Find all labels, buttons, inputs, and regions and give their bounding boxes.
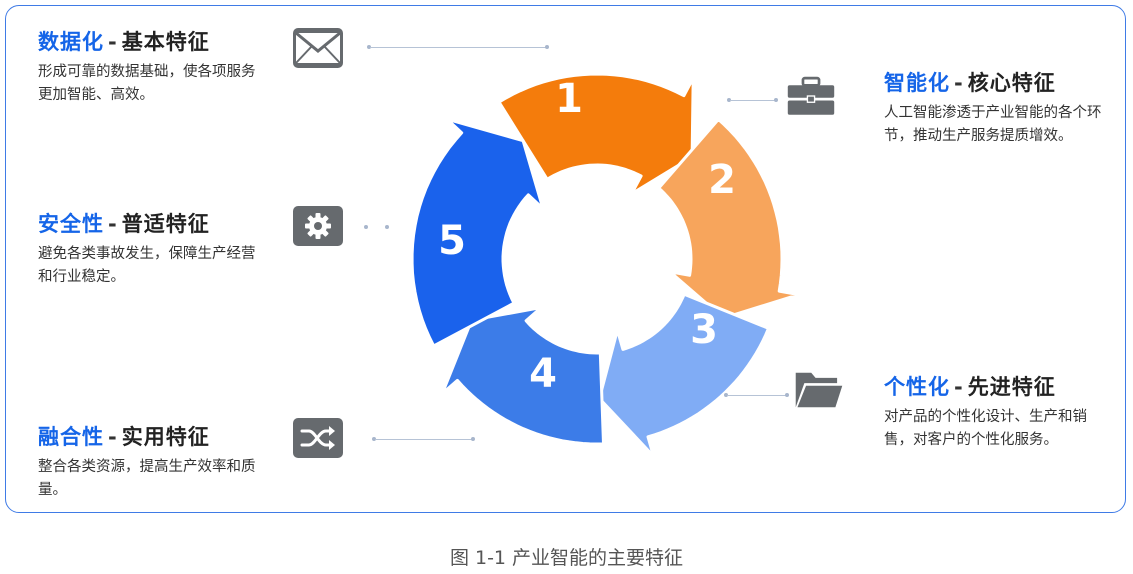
briefcase-icon-box (786, 76, 836, 116)
feature-data: 数据化-基本特征 形成可靠的数据基础，使各项服务更加智能、高效。 (38, 26, 266, 107)
feature-integration-title: 融合性-实用特征 (38, 425, 210, 449)
briefcase-icon (787, 76, 835, 115)
feature-data-keyword: 数据化 (38, 30, 104, 54)
gear-icon (305, 213, 331, 239)
cycle-arrow-1 (497, 72, 695, 196)
connector-dot (367, 45, 371, 49)
connector-dot (774, 98, 778, 102)
feature-integration: 融合性-实用特征 整合各类资源，提高生产效率和质量。 (38, 421, 266, 502)
figure-caption: 图 1-1 产业智能的主要特征 (449, 547, 684, 569)
feature-personalization: 个性化-先进特征 对产品的个性化设计、生产和销售，对客户的个性化服务。 (884, 371, 1112, 452)
cycle-arrow-3 (597, 292, 770, 458)
gear-icon-box (293, 206, 343, 246)
shuffle-icon (300, 426, 335, 450)
feature-intelligence-title: 智能化-核心特征 (884, 71, 1056, 95)
shuffle-icon-box (293, 418, 343, 458)
cycle-label-1: 1 (555, 76, 583, 122)
feature-intelligence-description: 人工智能渗透于产业智能的各个环节，推动生产服务提质增效。 (884, 105, 1102, 144)
cycle-arrow-5 (410, 117, 545, 348)
cycle-arrow-4 (440, 306, 605, 446)
feature-data-title: 数据化-基本特征 (38, 30, 210, 54)
feature-data-subtitle: 基本特征 (121, 30, 210, 54)
folder-icon-box (794, 370, 844, 410)
connector-dot (724, 393, 728, 397)
connector-dot (385, 225, 389, 229)
feature-intelligence: 智能化-核心特征 人工智能渗透于产业智能的各个环节，推动生产服务提质增效。 (884, 67, 1109, 148)
cycle-arrow-2 (657, 117, 801, 320)
connector-line (370, 47, 546, 48)
cycle-label-4: 4 (529, 351, 557, 397)
envelope-icon-box (293, 28, 343, 68)
feature-safety-title: 安全性-普适特征 (38, 212, 210, 236)
connector-dot (372, 437, 376, 441)
folder-icon (795, 372, 843, 408)
connector-line (375, 439, 473, 440)
feature-safety: 安全性-普适特征 避免各类事故发生，保障生产经营和行业稳定。 (38, 208, 266, 289)
cycle-label-3: 3 (690, 307, 718, 353)
connector-dot (364, 225, 368, 229)
connector-dot (545, 45, 549, 49)
connector-dot (785, 393, 789, 397)
connector-line (730, 100, 776, 101)
feature-personalization-description: 对产品的个性化设计、生产和销售，对客户的个性化服务。 (884, 409, 1087, 448)
envelope-icon (295, 32, 341, 64)
feature-data-description: 形成可靠的数据基础，使各项服务更加智能、高效。 (38, 64, 256, 103)
feature-integration-description: 整合各类资源，提高生产效率和质量。 (38, 459, 256, 498)
diagram-frame (5, 5, 1126, 513)
connector-line (727, 395, 787, 396)
feature-personalization-title: 个性化-先进特征 (884, 375, 1056, 399)
connector-dot (727, 98, 731, 102)
cycle-label-5: 5 (438, 218, 466, 264)
feature-safety-description: 避免各类事故发生，保障生产经营和行业稳定。 (38, 246, 256, 285)
cycle-label-2: 2 (708, 157, 736, 203)
connector-dot (471, 437, 475, 441)
